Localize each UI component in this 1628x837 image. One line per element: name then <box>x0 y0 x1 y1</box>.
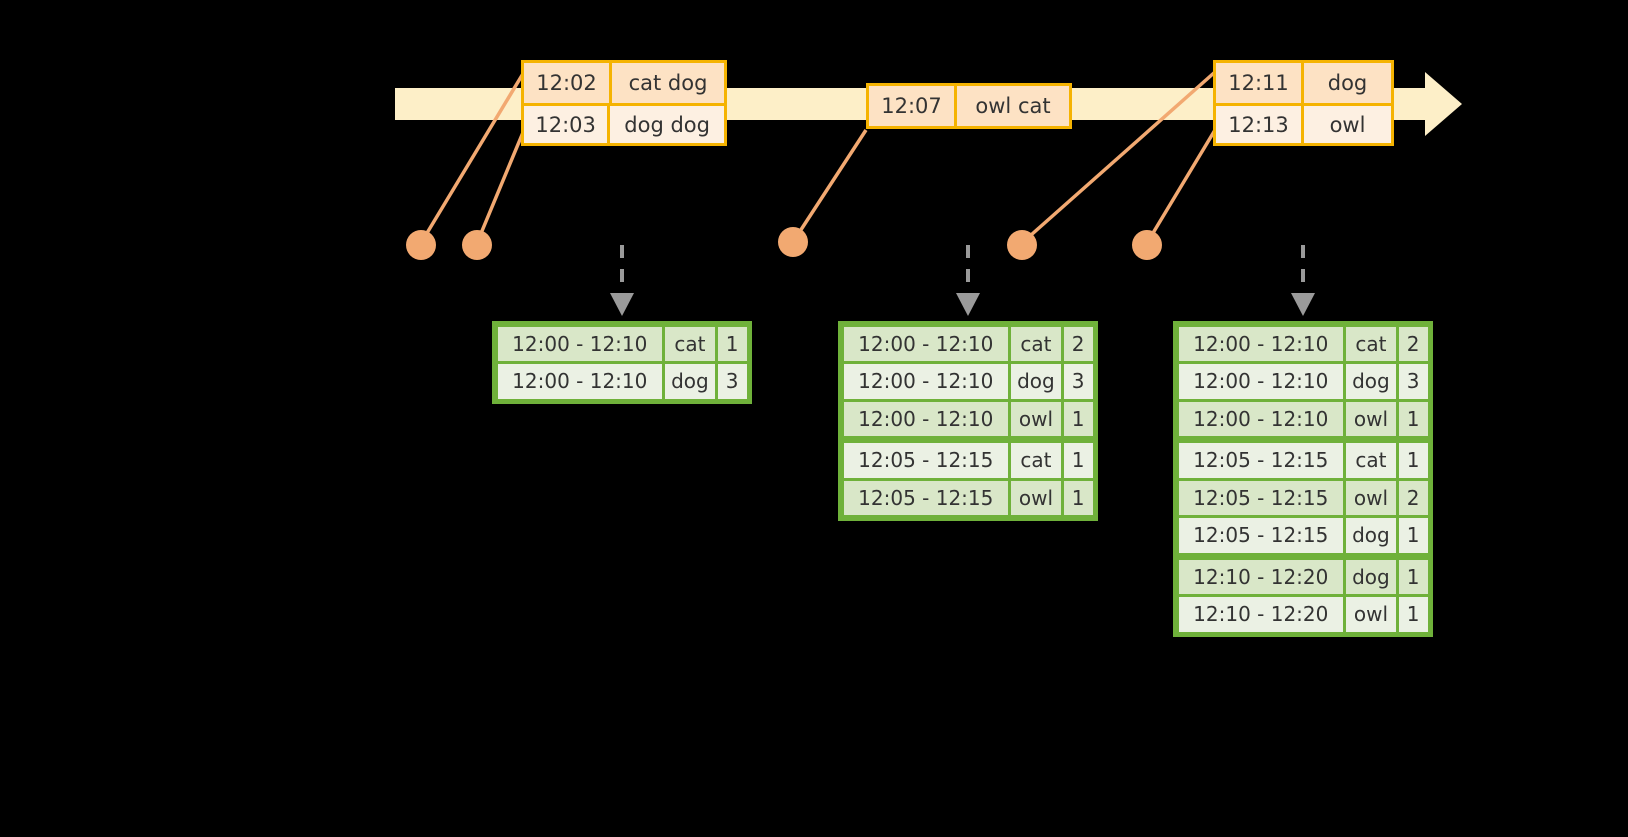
event-dot-4 <box>1007 230 1037 260</box>
cell-count: 1 <box>1398 518 1428 553</box>
cell-word: owl <box>1011 480 1061 515</box>
event-words: cat dog <box>612 63 724 103</box>
event-time: 12:03 <box>524 106 611 143</box>
cell-count: 3 <box>717 364 747 399</box>
cell-window: 12:05 - 12:15 <box>1178 480 1344 515</box>
cell-window: 12:00 - 12:10 <box>843 401 1009 436</box>
event-words: dog <box>1304 63 1391 103</box>
event-time: 12:13 <box>1216 106 1304 143</box>
cell-word: owl <box>1346 597 1396 632</box>
event-box-2[interactable]: 12:07 owl cat <box>866 83 1072 129</box>
cell-word: owl <box>1346 401 1396 436</box>
event-words: owl cat <box>957 86 1069 126</box>
cell-window: 12:00 - 12:10 <box>1178 364 1344 399</box>
event-row: 12:07 owl cat <box>869 86 1069 126</box>
cell-window: 12:00 - 12:10 <box>1178 401 1344 436</box>
cell-window: 12:10 - 12:20 <box>1178 597 1344 632</box>
cell-window: 12:00 - 12:10 <box>497 326 663 361</box>
process-arrowhead-2 <box>956 293 980 316</box>
cell-count: 1 <box>1398 443 1428 478</box>
event-row: 12:13 owl <box>1216 103 1391 143</box>
event-box-3[interactable]: 12:11 dog 12:13 owl <box>1213 60 1394 146</box>
cell-count: 2 <box>1398 326 1428 361</box>
connector-dots <box>406 227 1162 260</box>
window-group-separator <box>1177 437 1429 442</box>
cell-word: owl <box>1346 480 1396 515</box>
cell-window: 12:05 - 12:15 <box>1178 443 1344 478</box>
event-row: 12:02 cat dog <box>524 63 724 103</box>
process-arrowhead-3 <box>1291 293 1315 316</box>
cell-word: dog <box>1346 559 1396 594</box>
cell-count: 1 <box>1063 443 1093 478</box>
event-row: 12:11 dog <box>1216 63 1391 103</box>
event-dot-3 <box>778 227 808 257</box>
event-time: 12:02 <box>524 63 612 103</box>
event-dot-1 <box>406 230 436 260</box>
cell-word: owl <box>1011 401 1061 436</box>
process-arrowhead-1 <box>610 293 634 316</box>
cell-window: 12:05 - 12:15 <box>1178 518 1344 553</box>
event-words: dog dog <box>610 106 724 143</box>
cell-count: 3 <box>1063 364 1093 399</box>
cell-word: cat <box>1346 326 1396 361</box>
cell-window: 12:00 - 12:10 <box>843 326 1009 361</box>
cell-window: 12:05 - 12:15 <box>843 480 1009 515</box>
event-time: 12:07 <box>869 86 957 126</box>
cell-count: 1 <box>1398 597 1428 632</box>
cell-window: 12:00 - 12:10 <box>497 364 663 399</box>
cell-count: 3 <box>1398 364 1428 399</box>
connector-line-1 <box>419 71 526 244</box>
cell-window: 12:05 - 12:15 <box>843 443 1009 478</box>
process-arrowheads <box>610 293 1315 316</box>
cell-count: 2 <box>1063 326 1093 361</box>
cell-word: cat <box>1011 326 1061 361</box>
cell-count: 1 <box>1063 480 1093 515</box>
cell-count: 1 <box>1398 559 1428 594</box>
cell-window: 12:00 - 12:10 <box>1178 326 1344 361</box>
cell-count: 1 <box>717 326 747 361</box>
cell-word: dog <box>1011 364 1061 399</box>
connector-line-3 <box>791 129 868 243</box>
event-words: owl <box>1304 106 1391 143</box>
cell-count: 1 <box>1398 401 1428 436</box>
cell-word: dog <box>1346 518 1396 553</box>
window-group-separator <box>842 437 1094 442</box>
event-dot-2 <box>462 230 492 260</box>
window-group-separator <box>1177 554 1429 558</box>
cell-window: 12:10 - 12:20 <box>1178 559 1344 594</box>
cell-window: 12:00 - 12:10 <box>843 364 1009 399</box>
cell-count: 2 <box>1398 480 1428 515</box>
cell-word: cat <box>1011 443 1061 478</box>
event-box-1[interactable]: 12:02 cat dog 12:03 dog dog <box>521 60 727 146</box>
cell-word: cat <box>1346 443 1396 478</box>
event-time: 12:11 <box>1216 63 1304 103</box>
cell-word: dog <box>665 364 715 399</box>
cell-word: cat <box>665 326 715 361</box>
process-arrows <box>620 245 1305 295</box>
cell-word: dog <box>1346 364 1396 399</box>
connector-line-5 <box>1145 129 1217 244</box>
connector-line-2 <box>475 129 526 244</box>
event-row: 12:03 dog dog <box>524 103 724 143</box>
cell-count: 1 <box>1063 401 1093 436</box>
event-dot-5 <box>1132 230 1162 260</box>
